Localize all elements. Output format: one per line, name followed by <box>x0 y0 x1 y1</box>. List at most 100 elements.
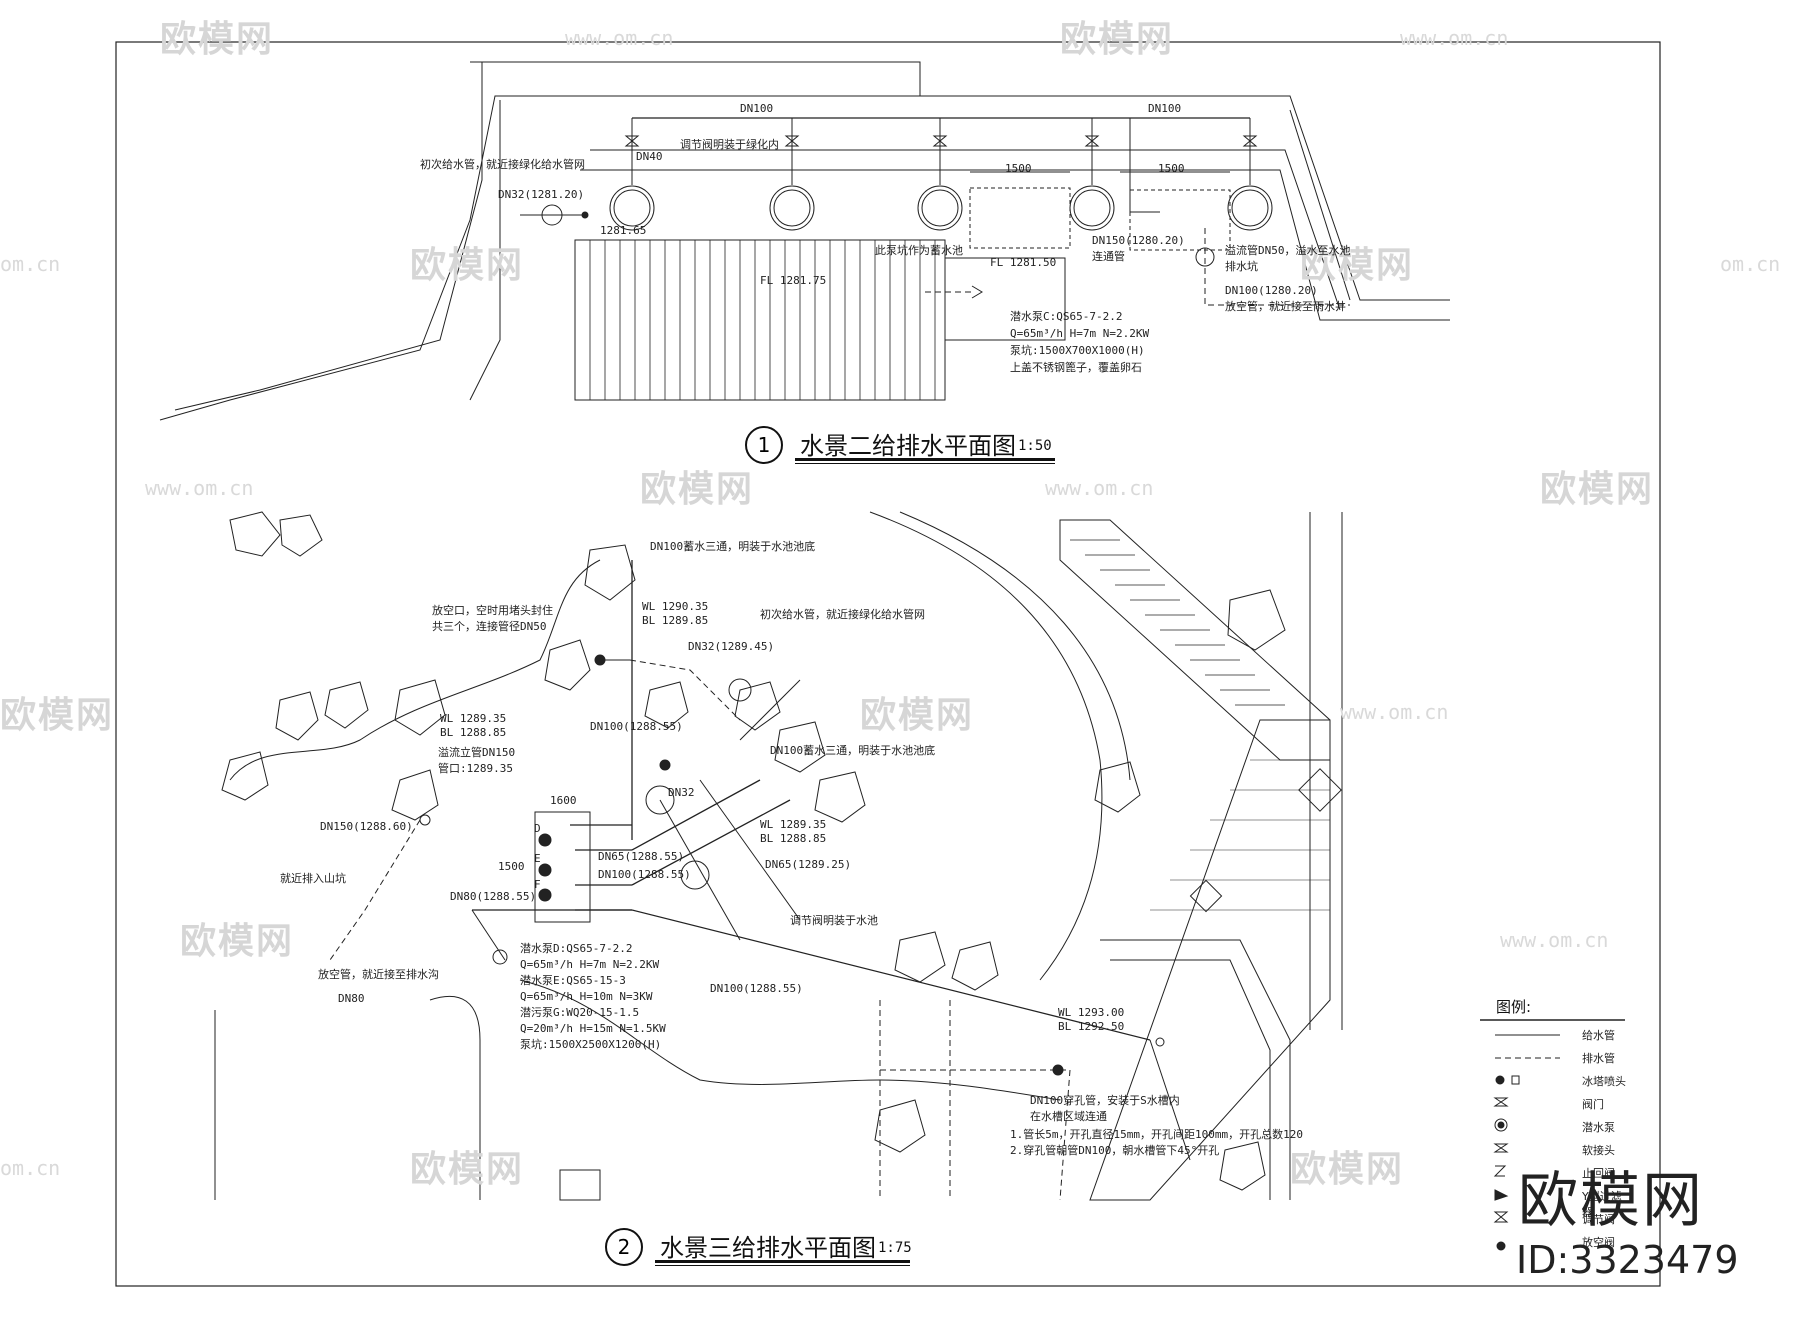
legend-row: 放空阀 <box>1480 1232 1630 1254</box>
watermark-url: www.om.cn <box>145 476 254 500</box>
note-overflow-el: 管口:1289.35 <box>438 762 513 775</box>
note-dn65b: DN65(1289.25) <box>765 858 852 871</box>
note-dn100a: DN100(1288.55) <box>598 868 691 881</box>
legend-row: 阀门 <box>1480 1094 1630 1116</box>
note-dn80: DN80(1288.55) <box>450 890 537 903</box>
legend-row: 调节阀 <box>1480 1209 1630 1231</box>
note-dim2: 1500 <box>1158 162 1185 175</box>
note-dn100-right: DN100 <box>1148 102 1182 115</box>
drawing2-number: 2 <box>605 1228 643 1266</box>
note-pipe-dn: DN40 <box>636 150 663 163</box>
note-vent2: 共三个，连接管径DN50 <box>432 620 547 633</box>
note-pump4: 上盖不锈钢篦子，覆盖卵石 <box>1010 361 1142 374</box>
watermark-url: www.om.cn <box>1500 928 1609 952</box>
note-pipe2: 在水槽区域连通 <box>1030 1110 1107 1123</box>
note-pipe4: 2.穿孔管朝管DN100，朝水槽管下45°开孔 <box>1010 1144 1220 1157</box>
note-p1: 潜水泵D:QS65-7-2.2 <box>520 942 633 955</box>
note-p7: 泵坑:1500X2500X1200(H) <box>520 1038 662 1051</box>
drawing2-underline <box>655 1260 910 1263</box>
watermark-brand: 欧模网 <box>410 245 525 286</box>
note-pump1: 潜水泵C:QS65-7-2.2 <box>1010 310 1123 323</box>
note-overflow-2: 溢流立管DN150 <box>438 746 516 759</box>
note-wl2: WL 1289.35 <box>440 712 507 725</box>
regulating-valve-icon <box>1493 1211 1509 1223</box>
note-dn100b: DN100(1288.55) <box>710 982 803 995</box>
note-fl1: FL 1281.75 <box>760 274 827 287</box>
note-wl4: WL 1293.00 <box>1058 1006 1125 1019</box>
drawing1-scale: 1:50 <box>1018 438 1052 454</box>
note-label-e: E <box>534 852 541 865</box>
drain-valve-icon <box>1496 1241 1506 1251</box>
note-valve: 调节阀明装于绿化内 <box>680 138 779 151</box>
note-dim1: 1500 <box>1005 162 1032 175</box>
drawing1-underline <box>795 458 1055 461</box>
note-dn100-t: DN100蓄水三通，明装于水池池底 <box>770 744 936 757</box>
note-pipe1: DN100穿孔管，安装于S水槽内 <box>1030 1094 1180 1107</box>
legend-label: 止回阀 <box>1582 1167 1615 1180</box>
drawing1-underline-thin <box>795 463 1055 464</box>
watermark-brand: 欧模网 <box>410 1149 525 1190</box>
watermark-url: www.om.cn <box>1045 476 1154 500</box>
note-p4: Q=65m³/h H=10m N=3KW <box>520 990 653 1003</box>
legend-label: Y型过滤器 <box>1582 1190 1622 1219</box>
drawing2-scale: 1:75 <box>878 1240 912 1256</box>
note-dn150-2: DN150(1288.60) <box>320 820 413 833</box>
drawing1-plan <box>159 61 1450 421</box>
brand-id: ID:3323479 <box>1516 1238 1739 1282</box>
watermark-brand: 欧模网 <box>160 19 275 60</box>
legend-symbols <box>1493 1034 1560 1251</box>
watermark-brand: 欧模网 <box>1060 19 1175 60</box>
note-fl2: FL 1281.50 <box>990 256 1057 269</box>
note-drain: 放空管，就近接至雨水井 <box>1225 300 1346 313</box>
drawing1-title: 水景二给排水平面图 <box>800 432 1016 460</box>
note-drain2: 放空管，就近接至排水沟 <box>318 968 439 981</box>
note-dn80b: DN80 <box>338 992 365 1005</box>
watermark-brand: 欧模网 <box>1300 245 1415 286</box>
legend-label: 阀门 <box>1582 1098 1604 1111</box>
note-label-f: F <box>534 878 541 891</box>
note-supply: 初次给水管，就近接绿化给水管网 <box>420 158 585 171</box>
legend-label: 软接头 <box>1582 1144 1615 1157</box>
note-wl3: WL 1289.35 <box>760 818 827 831</box>
note-p3: 潜水泵E:QS65-15-3 <box>520 974 626 987</box>
note-p6: Q=20m³/h H=15m N=1.5KW <box>520 1022 666 1035</box>
legend-label: 潜水泵 <box>1582 1121 1615 1134</box>
legend-row: 排水管 <box>1480 1048 1630 1070</box>
note-connector: 连通管 <box>1092 250 1125 263</box>
watermark-brand: 欧模网 <box>640 469 755 510</box>
note-pump-area: 此泵坑作为蓄水池 <box>875 244 963 257</box>
note-dn32: DN32(1281.20) <box>498 188 585 201</box>
note-vent: 放空口，空时用堵头封住 <box>432 604 553 617</box>
legend-title: 图例: <box>1496 998 1532 1016</box>
brand-name: 欧模网 <box>1518 1166 1704 1236</box>
note-dn32-2: DN32(1289.45) <box>688 640 775 653</box>
watermark-url: om.cn <box>1720 252 1781 276</box>
legend-row: 冰塔喷头 <box>1480 1071 1630 1093</box>
legend-row: 软接头 <box>1480 1140 1630 1162</box>
watermark-brand: 欧模网 <box>1540 469 1655 510</box>
watermark-url: om.cn <box>0 1156 61 1180</box>
note-pump2: Q=65m³/h H=7m N=2.2KW <box>1010 327 1150 340</box>
note-dn100-left: DN100 <box>740 102 774 115</box>
note-bl2: BL 1288.85 <box>440 726 507 739</box>
note-p2: Q=65m³/h H=7m N=2.2KW <box>520 958 660 971</box>
note-pump3: 泵坑:1500X700X1000(H) <box>1010 344 1145 357</box>
drawing2-underline-thin <box>655 1265 910 1266</box>
drawing1-number: 1 <box>745 426 783 464</box>
legend-label: 放空阀 <box>1582 1236 1615 1249</box>
legend-row: 给水管 <box>1480 1025 1630 1047</box>
watermark-brand: 欧模网 <box>0 695 115 736</box>
soft-joint-icon <box>1493 1143 1509 1153</box>
note-pipe3: 1.管长5m，开孔直径15mm，开孔间距100mm，开孔总数120 <box>1010 1128 1303 1141</box>
note-dn150: DN150(1280.20) <box>1092 234 1185 247</box>
note-dn32b: DN32 <box>668 786 695 799</box>
valve-icon <box>1493 1097 1509 1107</box>
check-valve-icon <box>1493 1165 1507 1177</box>
note-pit: 就近排入山坑 <box>280 872 346 885</box>
note-dn100-drain: DN100(1280.20) <box>1225 284 1318 297</box>
drawing-frame <box>115 41 1661 1287</box>
watermark-url: om.cn <box>0 252 61 276</box>
watermark-url: www.om.cn <box>1400 26 1509 50</box>
pump-icon <box>1494 1118 1508 1132</box>
